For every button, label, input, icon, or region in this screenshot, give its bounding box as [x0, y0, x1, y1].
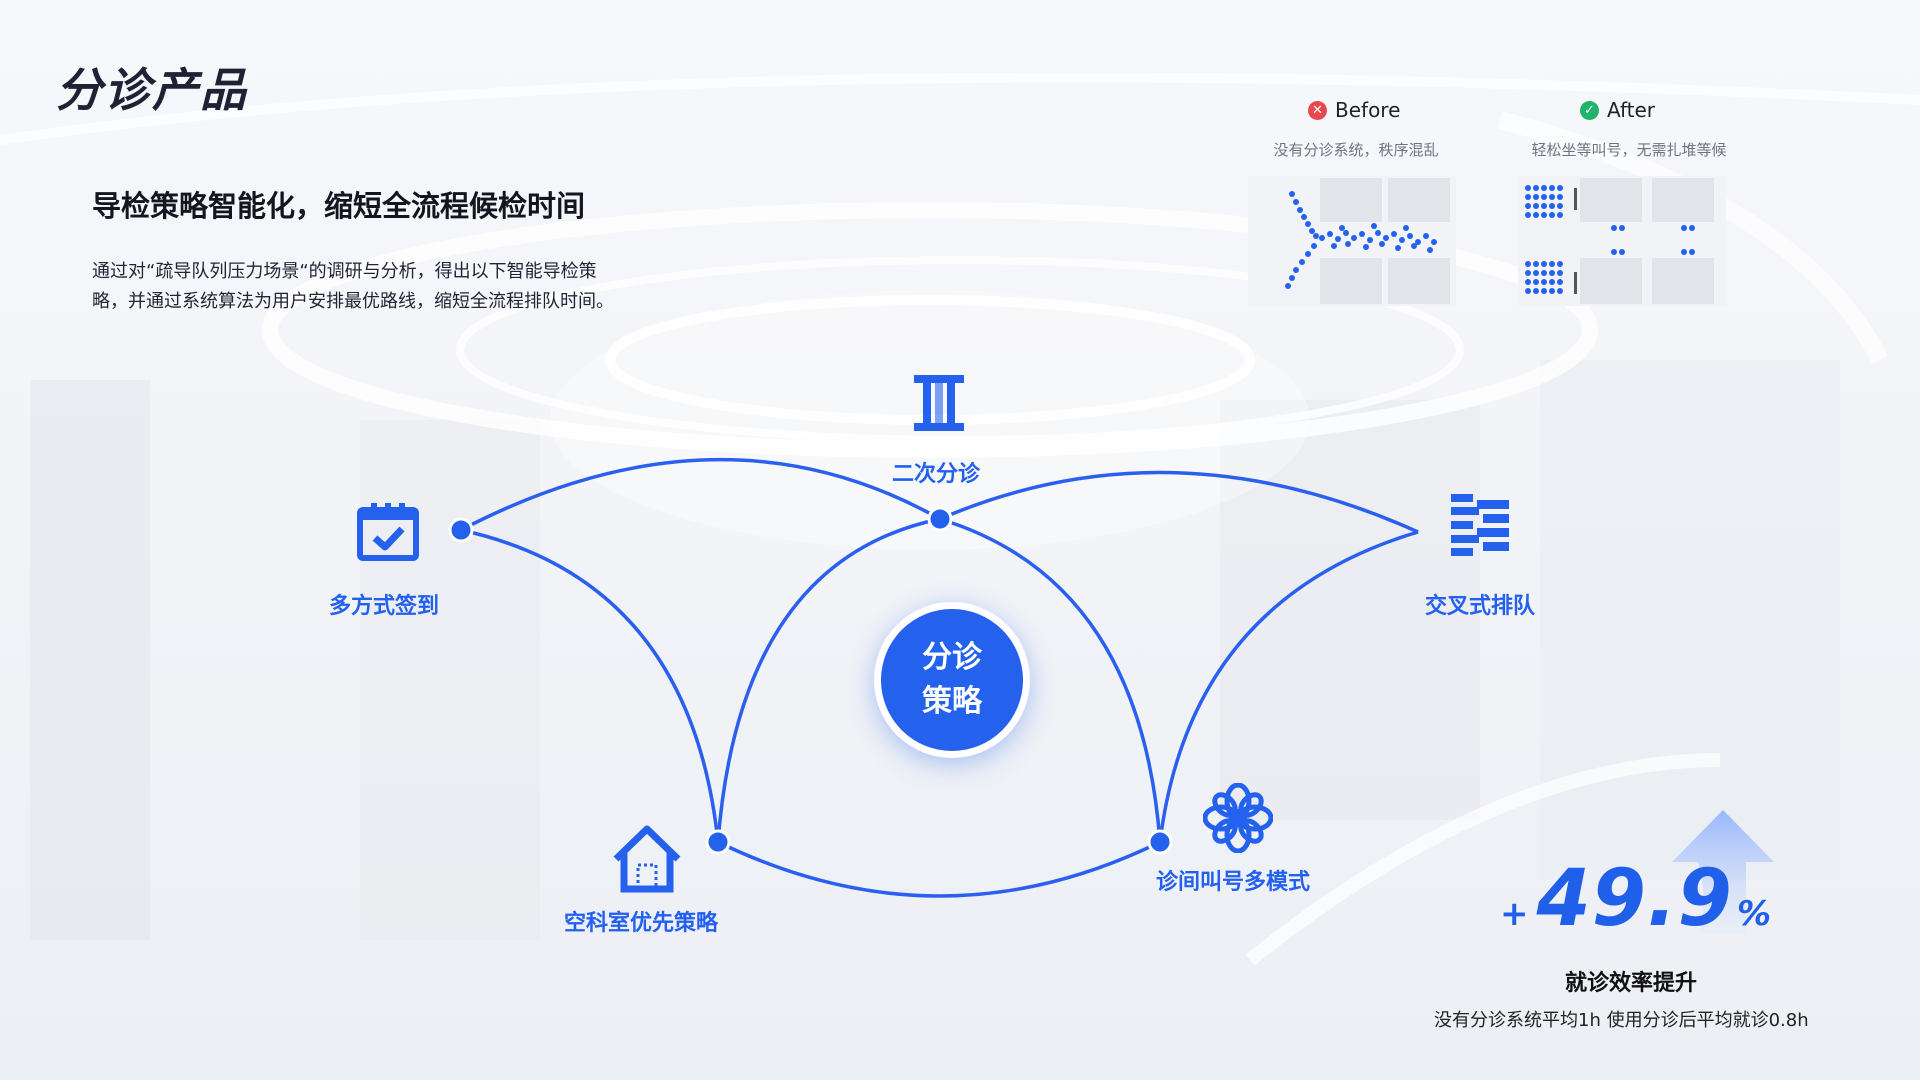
- before-illustration: [1248, 176, 1456, 306]
- node-label-empty-room-priority: 空科室优先策略: [564, 911, 719, 936]
- stat-value: + 49.9 %: [1500, 854, 1771, 944]
- stat-number: 49.9: [1536, 854, 1733, 944]
- node-label-cross-queue: 交叉式排队: [1425, 594, 1536, 619]
- strategy-center: 分诊 策略: [874, 602, 1030, 758]
- node-label-call-modes: 诊间叫号多模式: [1156, 870, 1311, 895]
- center-line-1: 分诊: [922, 640, 982, 675]
- node-label-secondary-triage: 二次分诊: [892, 462, 981, 487]
- intro-description: 通过对“疏导队列压力场景“的调研与分析，得出以下智能导检策略，并通过系统算法为用…: [92, 261, 614, 312]
- stat-description: 没有分诊系统平均1h 使用分诊后平均就诊0.8h: [1434, 1010, 1809, 1031]
- node-label-multi-checkin: 多方式签到: [329, 594, 440, 619]
- after-illustration: [1518, 176, 1726, 306]
- before-caption: 没有分诊系统，秩序混乱: [1273, 141, 1439, 159]
- stat-unit: %: [1736, 894, 1772, 934]
- arrow-up-icon: [1672, 810, 1774, 934]
- stat-prefix: +: [1500, 894, 1529, 934]
- roman-two-icon: [914, 375, 964, 431]
- center-line-2: 策略: [922, 684, 982, 719]
- after-label: After: [1607, 98, 1656, 122]
- before-heading: ✕ Before: [1308, 98, 1400, 122]
- x-circle-icon: ✕: [1308, 100, 1327, 120]
- after-caption: 轻松坐等叫号，无需扎堆等候: [1531, 141, 1727, 159]
- subtitle: 导检策略智能化，缩短全流程候检时间: [92, 189, 586, 223]
- page-title: 分诊产品: [56, 63, 248, 117]
- flower-icon: [1203, 783, 1273, 853]
- before-label: Before: [1335, 98, 1401, 122]
- check-circle-icon: ✓: [1580, 100, 1599, 120]
- home-icon: [613, 825, 681, 893]
- staggered-bars-icon: [1451, 494, 1509, 556]
- calendar-check-icon: [357, 503, 419, 561]
- after-heading: ✓ After: [1580, 98, 1655, 122]
- stat-title: 就诊效率提升: [1565, 971, 1698, 996]
